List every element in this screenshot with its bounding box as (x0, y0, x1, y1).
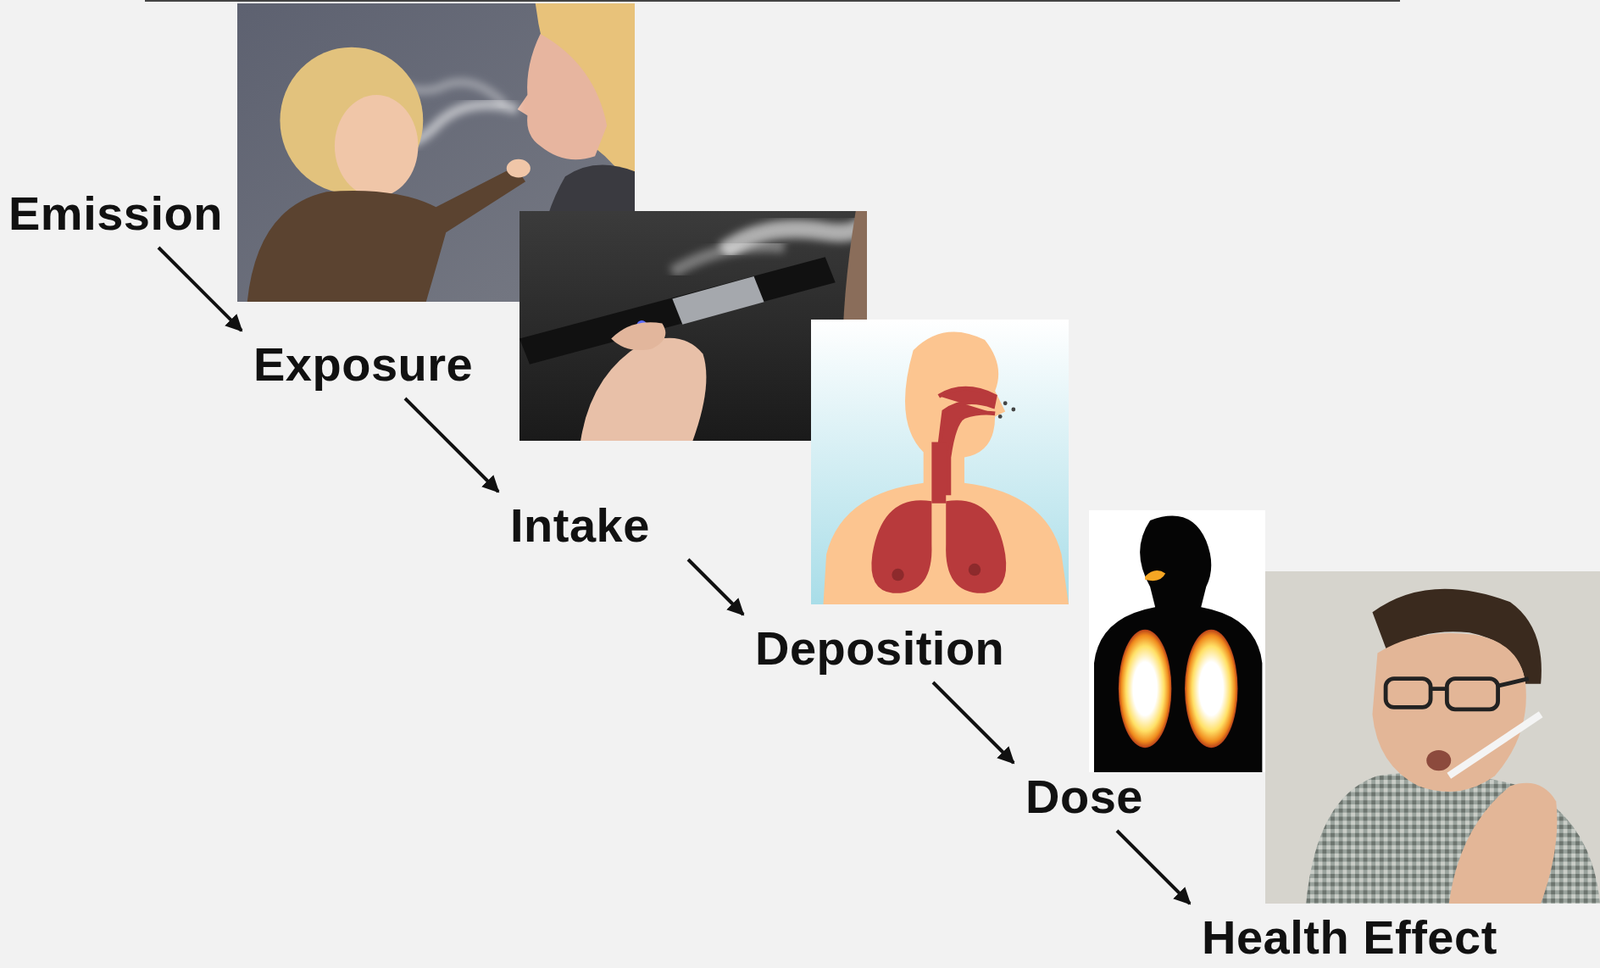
secondhand-smoke-photo-part (506, 159, 531, 178)
dose-scan-illustration-part (1094, 516, 1262, 773)
secondhand-smoke-photo-part (247, 166, 526, 302)
smoker-photo-part (1265, 571, 1600, 904)
respiratory-illustration-part (945, 500, 1006, 594)
dose-scan-illustration-part (1118, 629, 1173, 748)
e-cigarette-photo-part (672, 245, 784, 273)
respiratory-illustration-part (811, 319, 1069, 605)
flow-arrow (158, 247, 242, 331)
flow-step: Emission (5, 188, 227, 239)
respiratory-illustration-part (1003, 400, 1008, 406)
smoker-photo (1265, 571, 1600, 904)
top-rule (144, 0, 1400, 2)
flow-step: Dose (1022, 771, 1147, 823)
flow-step: Health Effect (1198, 911, 1501, 963)
smoker-photo-part (1449, 783, 1558, 904)
smoker-photo-part-part (1385, 678, 1431, 708)
step-label: Dose (1025, 772, 1144, 821)
flow-arrow (688, 559, 744, 615)
smoker-photo-part (1426, 750, 1451, 771)
flow-step: Deposition (751, 622, 1008, 674)
dose-scan-illustration (1088, 510, 1266, 773)
flow-arrow (1116, 830, 1190, 904)
respiratory-illustration-part (1011, 407, 1016, 412)
respiratory-illustration-part (931, 442, 946, 504)
dose-scan-illustration-part (1088, 510, 1266, 773)
secondhand-smoke-photo-part (334, 94, 418, 197)
respiratory-illustration (811, 319, 1069, 605)
dose-scan-illustration-part (1144, 570, 1166, 581)
secondhand-smoke-photo-part (517, 33, 608, 160)
smoker-photo-part-part (1446, 678, 1498, 710)
respiratory-illustration-part (891, 568, 904, 581)
respiratory-illustration-part (822, 331, 1069, 605)
smoker-photo-part (1372, 633, 1526, 792)
e-cigarette-photo-part (611, 322, 666, 350)
step-label: Exposure (253, 340, 473, 389)
smoker-photo-part (1449, 714, 1541, 776)
respiratory-illustration-part (938, 388, 995, 493)
dose-scan-illustration-part (1184, 629, 1239, 748)
respiratory-illustration-part (871, 500, 932, 594)
step-label: Health Effect (1201, 913, 1498, 962)
e-cigarette-photo-part (580, 338, 706, 441)
step-label: Emission (8, 189, 223, 238)
smoker-photo-part (1305, 772, 1600, 904)
step-label: Intake (510, 501, 650, 550)
respiratory-illustration (811, 319, 1069, 605)
step-label: Deposition (755, 624, 1005, 673)
flow-step: Intake (506, 500, 654, 551)
flow-arrow (405, 398, 499, 492)
respiratory-illustration-part (998, 414, 1003, 419)
flow-step: Exposure (250, 338, 477, 390)
smoker-photo (1265, 571, 1600, 904)
smoker-photo-part-part (1430, 678, 1529, 689)
respiratory-illustration-part (968, 563, 981, 576)
flow-arrow (933, 682, 1014, 763)
dose-scan-illustration (1088, 510, 1266, 773)
e-cigarette-photo-part (672, 276, 764, 325)
smoker-photo-part (1385, 678, 1529, 710)
